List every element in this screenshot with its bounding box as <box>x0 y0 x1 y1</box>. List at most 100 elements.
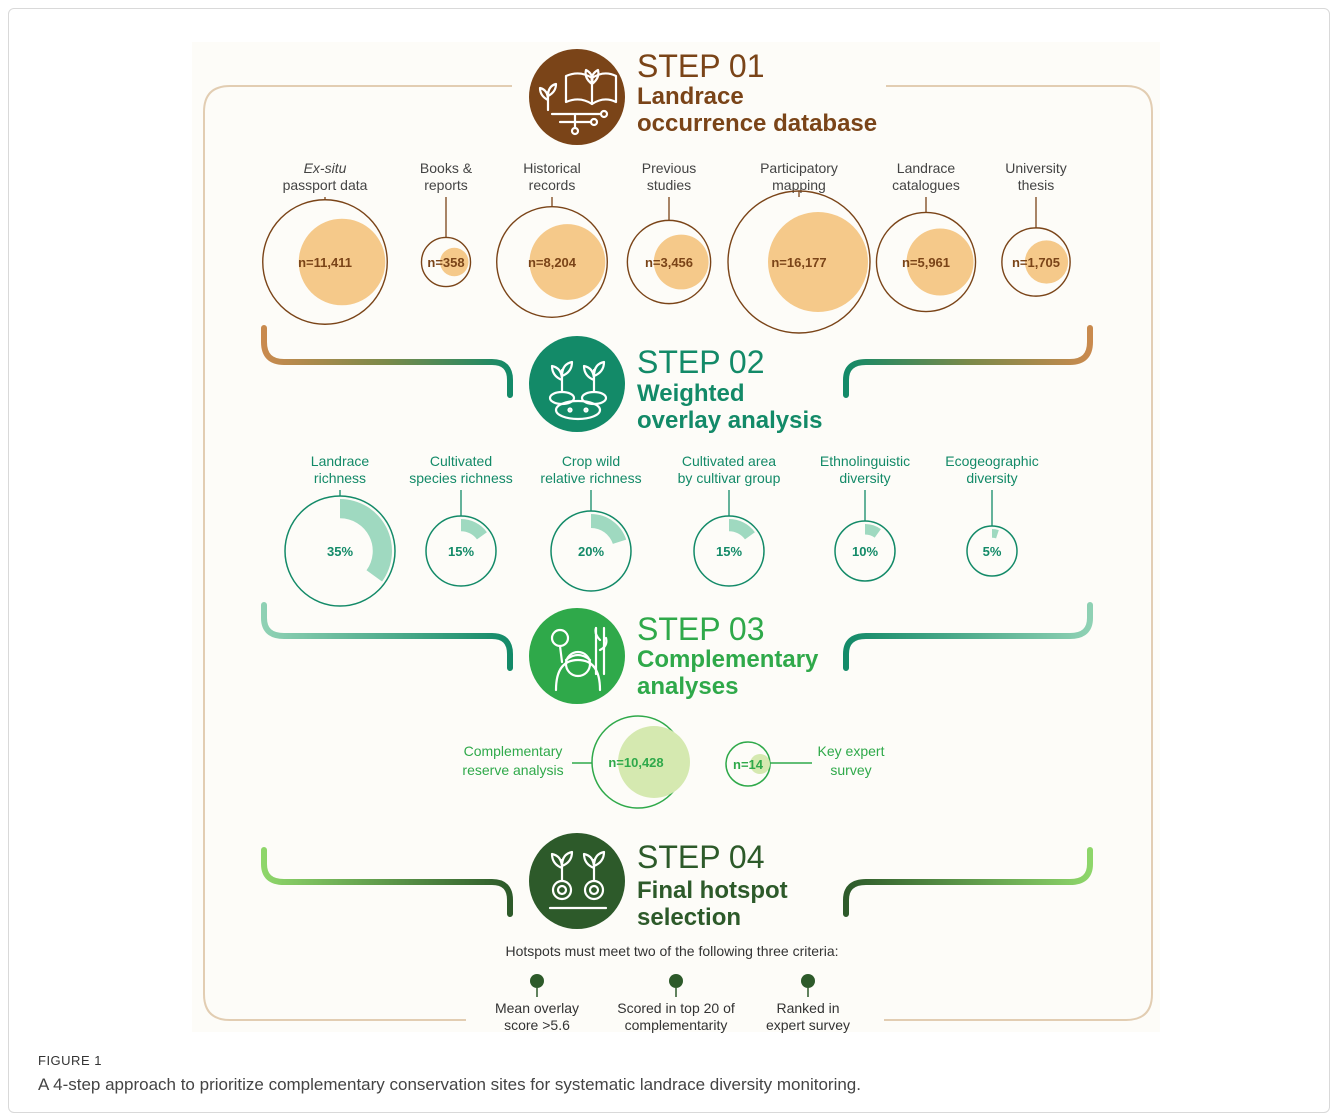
source-label-line2: catalogues <box>892 177 960 193</box>
connector-1-2-right <box>843 325 1093 398</box>
source-outer-circle <box>1001 227 1071 297</box>
layer-weight-pct: 10% <box>852 544 878 559</box>
layer-ring <box>425 515 497 587</box>
layer-weight-pct: 15% <box>448 544 474 559</box>
layer-ring <box>284 495 396 607</box>
layer-weight-pct: 15% <box>716 544 742 559</box>
layer-label-line2: relative richness <box>540 470 641 486</box>
expert-survey-count: n=14 <box>733 757 764 772</box>
criterion-label-line1: Scored in top 20 of <box>617 1000 735 1016</box>
expert-survey-inner-circle <box>750 754 770 774</box>
source-inner-circle <box>1024 240 1069 284</box>
step1-header: STEP 01 Landrace occurrence database <box>529 48 877 145</box>
source-count: n=16,177 <box>771 255 826 270</box>
layer-ring <box>966 525 1018 577</box>
step4-title-line2: selection <box>637 904 741 931</box>
outer-frame-left <box>203 85 512 1021</box>
step2-header: STEP 02 Weighted overlay analysis <box>529 336 822 434</box>
step3-analyses: Complementary reserve analysis n=10,428 … <box>462 715 885 809</box>
source-label-line1: University <box>1005 160 1066 176</box>
farmer-plant-icon <box>550 626 608 692</box>
source-label-line1: Participatory <box>760 160 838 176</box>
layer-weight-arc <box>992 529 999 539</box>
source-label-line1: Previous <box>642 160 696 176</box>
source-outer-circle <box>875 211 977 313</box>
source-inner-circle <box>906 228 974 296</box>
expert-survey-label-line1: Key expert <box>818 743 885 759</box>
source-inner-circle <box>529 224 606 300</box>
source-inner-circle <box>768 212 868 312</box>
figure-frame <box>8 8 1330 1113</box>
layer-label-line2: by cultivar group <box>678 470 781 486</box>
layer-weight-pct: 20% <box>578 544 604 559</box>
layer-label-line2: richness <box>314 470 366 486</box>
book-plant-circuit-icon <box>538 68 618 136</box>
step3-label: STEP 03 <box>637 611 764 647</box>
layer-label-line1: Cultivated area <box>682 453 776 469</box>
source-label-line2: mapping <box>772 177 826 193</box>
layer-label-line1: Ecogeographic <box>945 453 1038 469</box>
connector-1-2-left <box>261 325 513 398</box>
layer-label-line1: Crop wild <box>562 453 620 469</box>
layer-label-line1: Landrace <box>311 453 370 469</box>
layer-label-line2: diversity <box>966 470 1017 486</box>
step4-title-line1: Final hotspot <box>637 877 788 904</box>
layer-weight-arc <box>461 518 487 540</box>
layer-label-line1: Cultivated <box>430 453 492 469</box>
source-outer-circle <box>496 206 608 318</box>
step4-header: STEP 04 Final hotspot selection <box>529 833 788 931</box>
criteria-heading: Hotspots must meet two of the following … <box>505 943 838 959</box>
step4-icon-circle <box>529 833 625 929</box>
source-inner-circle <box>298 218 386 306</box>
source-label-line2: reports <box>424 177 468 193</box>
source-label-line2: records <box>529 177 576 193</box>
layer-weight-pct: 5% <box>983 544 1002 559</box>
step3-title-line2: analyses <box>637 673 738 700</box>
connector-3-4-left <box>261 847 513 917</box>
criterion-label-line1: Ranked in <box>776 1000 839 1016</box>
layer-ring <box>550 510 632 592</box>
source-label-line1: Landrace <box>897 160 956 176</box>
criterion-marker <box>801 974 815 988</box>
outer-frame-right <box>884 85 1153 1021</box>
source-count: n=11,411 <box>298 255 352 270</box>
step2-label: STEP 02 <box>637 344 764 380</box>
source-count: n=5,961 <box>902 255 950 270</box>
source-label-line2: studies <box>647 177 691 193</box>
source-label-line1: Ex-situ <box>304 160 347 176</box>
step1-title-line2: occurrence database <box>637 110 877 137</box>
reserve-analysis-inner-circle <box>618 726 690 798</box>
criterion-label-line2: expert survey <box>766 1017 850 1033</box>
source-outer-circle <box>420 236 472 288</box>
source-label-line2: thesis <box>1018 177 1055 193</box>
source-count: n=1,705 <box>1012 255 1060 270</box>
layer-label-line1: Ethnolinguistic <box>820 453 910 469</box>
step4-label: STEP 04 <box>637 839 764 875</box>
criterion-label-line2: complementarity <box>625 1017 728 1033</box>
connector-3-4-right <box>843 847 1093 917</box>
connector-2-3-right <box>843 602 1093 671</box>
source-count: n=8,204 <box>528 255 577 270</box>
layer-label-line2: species richness <box>409 470 513 486</box>
reserve-analysis-count: n=10,428 <box>608 755 663 770</box>
expert-survey-label-line2: survey <box>830 762 871 778</box>
step1-label: STEP 01 <box>637 48 764 84</box>
figure-label: FIGURE 1 <box>38 1053 102 1068</box>
source-label-line1: Historical <box>523 160 581 176</box>
connector-2-3-left <box>261 602 513 671</box>
source-inner-circle <box>440 247 469 277</box>
source-outer-circle <box>262 199 388 325</box>
reserve-analysis-label-line2: reserve analysis <box>462 762 563 778</box>
seedlings-soil-icon <box>548 360 608 421</box>
criterion-label-line1: Mean overlay <box>495 1000 579 1016</box>
layer-ring <box>834 520 896 582</box>
reserve-analysis-label-line1: Complementary <box>464 743 563 759</box>
layer-weight-arc <box>340 499 392 582</box>
source-label-line1: Books & <box>420 160 473 176</box>
layer-weight-arc <box>591 514 627 544</box>
layer-label-line2: diversity <box>839 470 890 486</box>
step1-title-line1: Landrace <box>637 83 744 110</box>
